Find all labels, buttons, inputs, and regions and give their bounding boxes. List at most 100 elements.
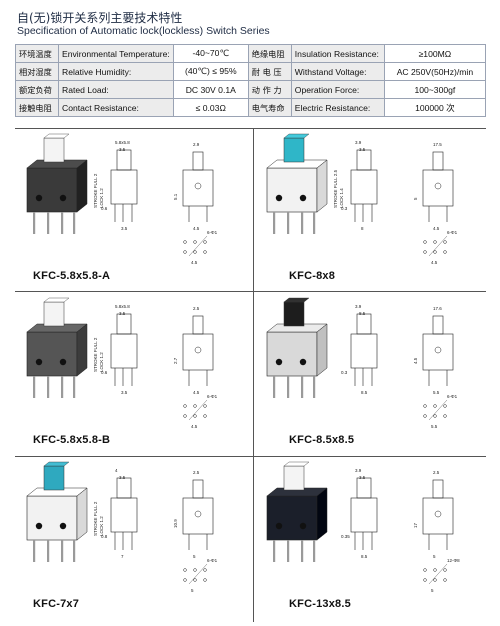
contact-hole — [299, 358, 307, 366]
side-view-drawing: 3.93.50.358.5 — [341, 468, 378, 559]
switch-pin — [47, 540, 50, 562]
switch-pin — [313, 376, 316, 398]
dimension-label: 6-Φ1 — [447, 394, 458, 399]
hole-mark — [423, 414, 427, 418]
hole-mark — [443, 240, 447, 244]
switch-cap — [283, 301, 305, 327]
switch-cap — [43, 137, 65, 163]
hole-mark — [193, 568, 197, 572]
dimension-label: 4.5 — [433, 226, 440, 231]
hole-mark — [443, 578, 447, 582]
front-view-drawing: 17.554.5 — [413, 142, 454, 231]
dimension-label: 5.8x5.8 — [115, 304, 130, 309]
switch-pin — [313, 540, 316, 562]
outline — [116, 149, 132, 171]
dimension-label: 6-Φ1 — [447, 230, 458, 235]
switch-cap-top — [283, 297, 310, 303]
hole-mark — [183, 578, 187, 582]
hole-mark — [423, 250, 427, 254]
dimension-label: 3.5 — [119, 475, 126, 480]
grid-vertical-divider — [253, 128, 254, 622]
switch-pin — [287, 540, 290, 562]
outline — [432, 151, 444, 171]
leader-line — [188, 235, 208, 257]
spec-row: 相对湿度 Relative Humidity: (40℃) ≤ 95% 耐 电 … — [15, 62, 487, 81]
spec-value: ≥100MΩ — [383, 44, 487, 63]
leader-line — [188, 399, 208, 421]
outline — [110, 333, 138, 369]
dimension-label: 2.7 — [173, 357, 178, 364]
switch-pin — [273, 376, 276, 398]
switch-body-side — [316, 159, 328, 213]
outline — [194, 346, 202, 354]
spec-value: (40℃) ≤ 95% — [172, 62, 249, 81]
spec-value: -40~70℃ — [172, 44, 249, 63]
hole-mark — [423, 240, 427, 244]
dimension-label: 2.5 — [193, 306, 200, 311]
contact-hole — [35, 358, 43, 366]
model-name: KFC-8x8 — [289, 270, 336, 282]
model-name: KFC-13x8.5 — [289, 598, 351, 610]
switch-cap — [283, 465, 305, 491]
spec-label-cn: 接触电阻 — [15, 98, 59, 117]
dimension-label: 17.6 — [433, 306, 442, 311]
lock-label: LOCK 1.2 — [99, 352, 104, 372]
switch-cap — [283, 137, 305, 163]
hole-mark — [203, 404, 207, 408]
product-drawing: 3.98.50.38.517.64.55.56-Φ15.5 — [266, 297, 458, 429]
hole-mark — [183, 404, 187, 408]
switch-pin — [273, 540, 276, 562]
outline — [116, 477, 132, 499]
dimension-label: 3.5 — [121, 390, 128, 395]
switch-body-side — [316, 487, 328, 541]
dimension-label: 4.5 — [431, 260, 438, 265]
switch-pin — [61, 376, 64, 398]
leader-line — [428, 235, 448, 257]
footprint-drawing: 6-Φ15 — [183, 558, 218, 593]
outline — [350, 497, 378, 533]
leader-line — [188, 563, 208, 585]
spec-value: DC 30V 0.1A — [172, 80, 249, 99]
contact-hole — [59, 522, 67, 530]
stroke-label: STROKE FULL 2 — [93, 173, 98, 208]
dimension-label: 2.5 — [193, 470, 200, 475]
dimension-label: 4.5 — [193, 390, 200, 395]
switch-body — [266, 167, 318, 213]
switch-body — [26, 331, 78, 377]
contact-hole — [299, 522, 307, 530]
spec-label-en: Relative Humidity: — [58, 62, 174, 81]
hole-mark — [193, 414, 197, 418]
spec-label-en: Operation Force: — [290, 80, 385, 99]
switch-body — [266, 331, 318, 377]
stroke-label: STROKE FULL 2 — [93, 337, 98, 372]
contact-hole — [275, 194, 283, 202]
outline — [110, 497, 138, 533]
dimension-label: 4 — [115, 468, 118, 473]
outline — [432, 315, 444, 335]
dimension-label: 0.35 — [341, 534, 350, 539]
dimension-label: 0.6 — [101, 206, 108, 211]
dimension-label: 4.5 — [413, 357, 418, 364]
dimension-label: 5.8x5.8 — [115, 140, 130, 145]
outline — [422, 497, 454, 535]
outline — [194, 510, 202, 518]
contact-hole — [299, 194, 307, 202]
contact-hole — [35, 194, 43, 202]
spec-label-en: Environmental Temperature: — [58, 44, 174, 63]
switch-body-side — [76, 159, 88, 213]
dimension-label: 3.5 — [359, 475, 366, 480]
grid-divider-1 — [15, 291, 486, 292]
front-view-drawing: 2.5 2.7 4.5 — [173, 306, 214, 395]
hole-mark — [443, 568, 447, 572]
dimension-label: 5.1 — [173, 193, 178, 200]
hole-mark — [443, 404, 447, 408]
dimension-label: 12-Φ8 — [447, 558, 460, 563]
leader-line — [428, 563, 448, 585]
hole-mark — [203, 414, 207, 418]
spec-label-en: Rated Load: — [58, 80, 174, 99]
